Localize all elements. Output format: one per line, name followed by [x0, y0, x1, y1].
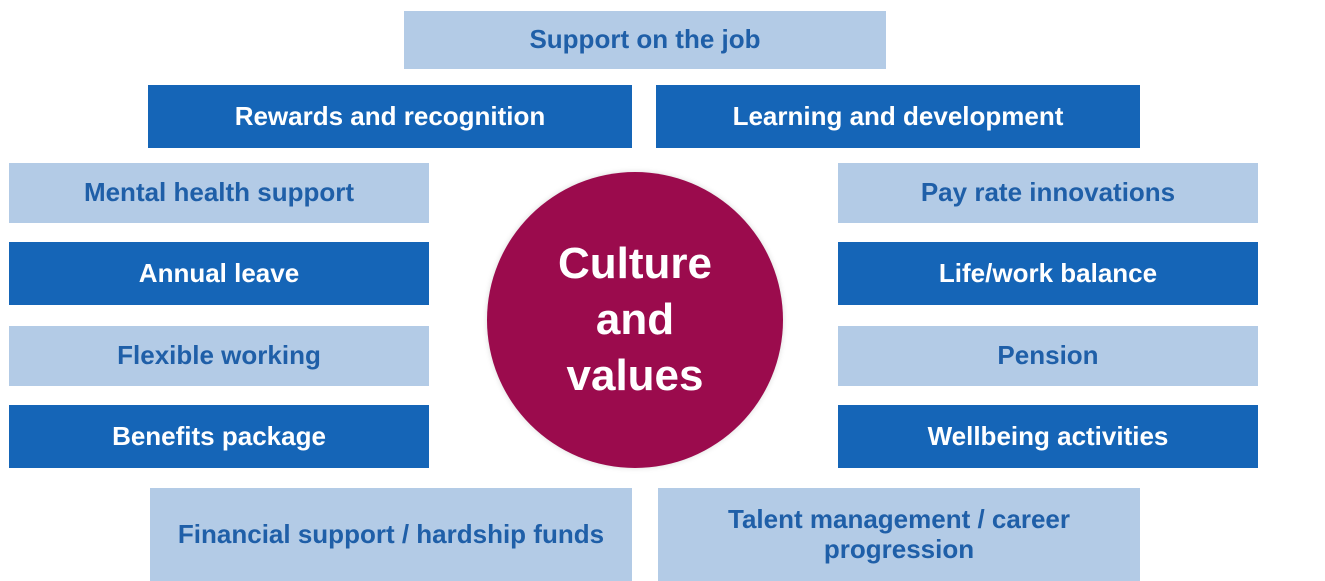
box-mental-health-support: Mental health support: [9, 163, 429, 223]
box-support-on-the-job: Support on the job: [404, 11, 886, 69]
culture-and-values-circle: Culture and values: [487, 172, 783, 468]
center-line-3: values: [566, 350, 704, 400]
box-pension: Pension: [838, 326, 1258, 386]
center-line-1: Culture: [558, 239, 712, 289]
center-line-2: and: [595, 295, 675, 345]
box-benefits-package: Benefits package: [9, 405, 429, 468]
box-life-work-balance: Life/work balance: [838, 242, 1258, 305]
box-learning-and-development: Learning and development: [656, 85, 1140, 148]
box-talent-management: Talent management / career progression: [658, 488, 1140, 581]
box-wellbeing-activities: Wellbeing activities: [838, 405, 1258, 468]
box-flexible-working: Flexible working: [9, 326, 429, 386]
box-rewards-and-recognition: Rewards and recognition: [148, 85, 632, 148]
box-annual-leave: Annual leave: [9, 242, 429, 305]
box-financial-support: Financial support / hardship funds: [150, 488, 632, 581]
box-pay-rate-innovations: Pay rate innovations: [838, 163, 1258, 223]
